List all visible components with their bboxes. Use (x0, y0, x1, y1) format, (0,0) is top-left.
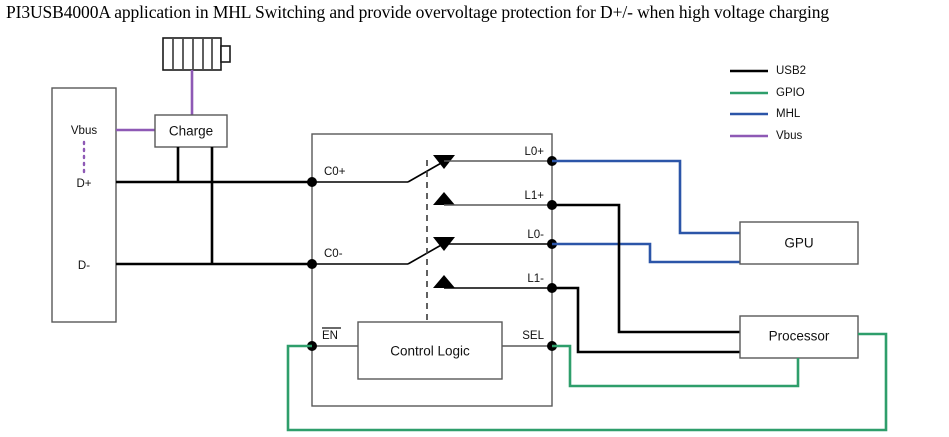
switch-blade-plus (407, 161, 444, 183)
ic-pin-l1minus-label: L1- (527, 273, 544, 285)
switch-blade-minus (407, 243, 444, 265)
connector-pin-dplus: D+ (76, 178, 91, 190)
wire-usb2-l1plus-to-processor (552, 203, 740, 334)
contact-l1plus-triangle (433, 192, 455, 205)
connector-pin-dminus: D- (78, 260, 90, 272)
ic-pin-sel-label: SEL (522, 330, 544, 342)
charge-block-label: Charge (169, 124, 213, 139)
ic-pin-l0minus-label: L0- (527, 229, 544, 241)
connector-pin-vbus: Vbus (71, 125, 97, 137)
connector-block: Vbus D+ D- (51, 87, 117, 323)
charge-block: Charge (154, 114, 228, 148)
legend: USB2 GPIO MHL Vbus (730, 65, 806, 142)
processor-block: Processor (739, 315, 859, 359)
gpu-block-label: GPU (784, 236, 813, 251)
control-logic-block: Control Logic (357, 321, 503, 380)
ic-pin-l0plus-label: L0+ (524, 146, 544, 158)
contact-l0plus-triangle (433, 155, 455, 169)
control-logic-label: Control Logic (390, 344, 470, 359)
legend-label-vbus: Vbus (776, 130, 802, 142)
wire-mhl-l0minus-to-gpu (552, 242, 740, 264)
processor-block-label: Processor (769, 329, 830, 344)
wire-usb2-l1minus-to-processor (552, 286, 740, 354)
ic-pin-c0minus-label: C0- (324, 248, 343, 260)
wire-gpio-en-to-processor (286, 332, 888, 432)
contact-l1minus-triangle (433, 275, 455, 288)
gpu-block: GPU (739, 221, 859, 265)
wire-gpio-sel-to-processor (552, 344, 800, 388)
ic-pin-l1plus-label: L1+ (524, 190, 544, 202)
legend-label-mhl: MHL (776, 108, 801, 120)
ic-pin-en: EN (322, 327, 341, 342)
legend-label-usb2: USB2 (776, 65, 806, 77)
ic-pin-en-label: EN (322, 330, 338, 342)
ic-pin-c0plus-label: C0+ (324, 166, 346, 178)
battery-icon (162, 37, 231, 71)
page-title: PI3USB4000A application in MHL Switching… (6, 2, 830, 22)
legend-label-gpio: GPIO (776, 87, 805, 99)
wire-mhl-l0plus-to-gpu (552, 159, 740, 235)
